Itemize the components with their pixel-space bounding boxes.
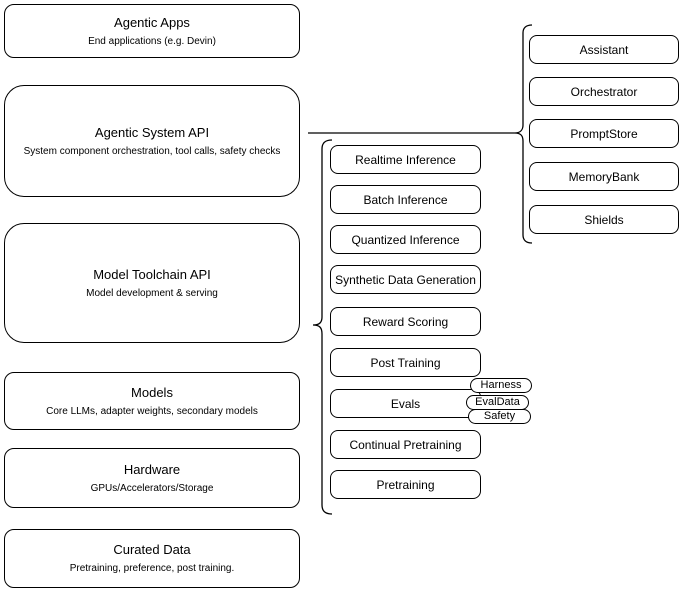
box-subtitle: Core LLMs, adapter weights, secondary mo… bbox=[46, 405, 258, 417]
evals-badge-evaldata: EvalData bbox=[466, 395, 529, 410]
box-title: Agentic System API bbox=[94, 124, 210, 140]
evals-badge-safety: Safety bbox=[468, 409, 531, 424]
comp-box-orchestrator: Orchestrator bbox=[529, 77, 679, 106]
badge-label: EvalData bbox=[475, 396, 520, 408]
tool-box-batch-inference: Batch Inference bbox=[330, 185, 481, 214]
box-title: Model Toolchain API bbox=[93, 266, 211, 282]
box-title: Models bbox=[131, 384, 173, 400]
stack-box-model-toolchain-api: Model Toolchain API Model development & … bbox=[4, 223, 300, 343]
comp-box-label: PromptStore bbox=[570, 126, 638, 141]
tool-box-pretraining: Pretraining bbox=[330, 470, 481, 499]
tool-box-label: Realtime Inference bbox=[355, 152, 456, 167]
box-subtitle: End applications (e.g. Devin) bbox=[88, 35, 216, 47]
tool-box-reward-scoring: Reward Scoring bbox=[330, 307, 481, 336]
box-title: Curated Data bbox=[113, 542, 191, 557]
tool-box-label: Continual Pretraining bbox=[349, 437, 462, 452]
tool-box-label: Post Training bbox=[370, 355, 441, 370]
comp-box-label: Shields bbox=[584, 212, 624, 227]
comp-box-memorybank: MemoryBank bbox=[529, 162, 679, 191]
tool-box-realtime-inference: Realtime Inference bbox=[330, 145, 481, 174]
tool-box-label: Evals bbox=[390, 396, 421, 411]
stack-box-agentic-apps: Agentic Apps End applications (e.g. Devi… bbox=[4, 4, 300, 58]
tool-box-evals: Evals bbox=[330, 389, 481, 418]
evals-badge-harness: Harness bbox=[470, 378, 532, 393]
stack-box-agentic-system-api: Agentic System API System component orch… bbox=[4, 85, 300, 197]
comp-box-promptstore: PromptStore bbox=[529, 119, 679, 148]
stack-box-curated-data: Curated Data Pretraining, preference, po… bbox=[4, 529, 300, 588]
box-subtitle: Model development & serving bbox=[86, 287, 218, 299]
comp-box-label: MemoryBank bbox=[568, 169, 640, 184]
comp-box-shields: Shields bbox=[529, 205, 679, 234]
tool-box-label: Reward Scoring bbox=[362, 314, 449, 329]
comp-box-label: Orchestrator bbox=[570, 84, 638, 99]
comp-box-assistant: Assistant bbox=[529, 35, 679, 64]
comp-box-label: Assistant bbox=[579, 42, 629, 57]
tool-box-continual-pretraining: Continual Pretraining bbox=[330, 430, 481, 459]
box-title: Agentic Apps bbox=[114, 14, 190, 30]
tool-box-label: Pretraining bbox=[376, 477, 435, 492]
box-subtitle: System component orchestration, tool cal… bbox=[23, 145, 281, 157]
tool-box-label: Synthetic Data Generation bbox=[335, 272, 476, 287]
tool-box-quantized-inference: Quantized Inference bbox=[330, 225, 481, 254]
box-title: Hardware bbox=[123, 461, 181, 477]
badge-label: Harness bbox=[480, 379, 522, 391]
box-subtitle: GPUs/Accelerators/Storage bbox=[90, 482, 214, 494]
tool-box-label: Batch Inference bbox=[363, 192, 448, 207]
stack-box-hardware: Hardware GPUs/Accelerators/Storage bbox=[4, 448, 300, 508]
badge-label: Safety bbox=[483, 410, 516, 422]
tool-box-label: Quantized Inference bbox=[351, 232, 460, 247]
stack-box-models: Models Core LLMs, adapter weights, secon… bbox=[4, 372, 300, 430]
tool-box-synthetic-data-generation: Synthetic Data Generation bbox=[330, 265, 481, 294]
box-subtitle: Pretraining, preference, post training. bbox=[69, 563, 235, 574]
tool-box-post-training: Post Training bbox=[330, 348, 481, 377]
